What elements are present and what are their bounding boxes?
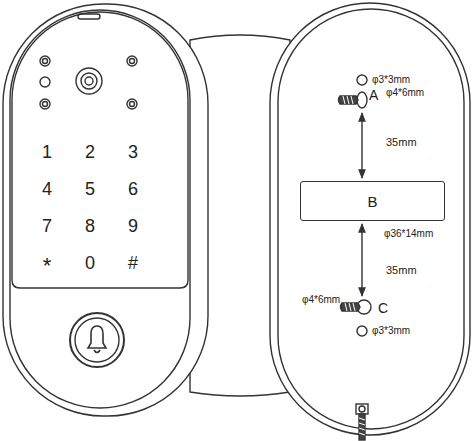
dimension-label: φ3*3mm [372,75,410,85]
key-label: 4 [42,180,52,198]
dimension-label: A [369,88,378,102]
key-label: # [128,254,138,272]
dimension-label: φ3*3mm [372,326,410,336]
dimension-label: φ36*14mm [384,229,433,239]
dimension-label: 35mm [386,137,417,148]
key-label: 0 [85,254,95,272]
key-label: 6 [128,180,138,198]
cable-slot-box: B [300,181,445,221]
key-label: 5 [85,180,95,198]
key-label: * [43,255,52,277]
dimension-label: 35mm [386,265,417,276]
key-label: 7 [42,217,52,235]
dimension-label: φ4*6mm [386,88,424,98]
key-label: 9 [128,217,138,235]
key-label: 2 [85,143,95,161]
dimension-label: C [378,301,388,315]
key-label: 3 [128,143,138,161]
key-label: 8 [85,217,95,235]
dimension-label: φ4*6mm [302,295,340,305]
slot-label: B [367,193,377,210]
key-label: 1 [42,143,52,161]
